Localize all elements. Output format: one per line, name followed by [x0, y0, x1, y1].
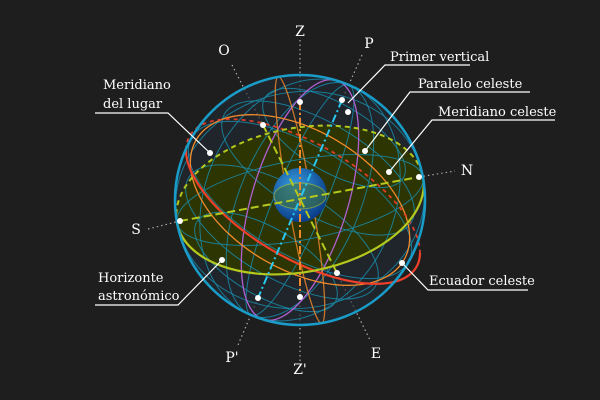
ecuador-leader [401, 262, 528, 291]
meridiano-celeste-label: Meridiano celeste [438, 105, 557, 120]
celestial-sphere-outline [173, 73, 427, 327]
horizonte-label-1: Horizonte [98, 271, 164, 286]
north-dotted-line [418, 170, 456, 178]
meridiano-lugar-label-2: del lugar [103, 97, 163, 112]
horizon-back [175, 124, 424, 224]
marker-points [177, 97, 422, 301]
south-pole-label: P' [225, 350, 238, 366]
primer-vertical-leader [347, 64, 470, 104]
ecuador-celeste-label: Ecuador celeste [429, 274, 535, 289]
west-label: O [218, 43, 229, 59]
north-pole-label: P [364, 36, 373, 52]
horizonte-label-2: astronómico [98, 289, 180, 304]
celestial-equator-back [185, 118, 421, 254]
south-dotted-line [147, 220, 181, 230]
zenith-label: Z [295, 24, 305, 40]
paralelo-celeste-label: Paralelo celeste [418, 77, 523, 92]
primer-vertical-label: Primer vertical [390, 50, 489, 65]
east-label: E [371, 346, 381, 362]
horizon-front [175, 176, 425, 276]
paralelo-celeste-leader [364, 91, 530, 152]
celestial-equator-front [184, 149, 422, 285]
north-label: N [461, 163, 473, 179]
east-west-line [262, 124, 338, 274]
meridiano-celeste-leader [388, 119, 555, 173]
meridiano-lugar-label-1: Meridiano [103, 78, 171, 93]
horizonte-leader [95, 259, 223, 306]
south-label: S [131, 222, 141, 238]
meridiano-lugar-leader [95, 112, 211, 154]
north-south-line [179, 176, 420, 222]
nadir-label: Z' [293, 362, 307, 378]
